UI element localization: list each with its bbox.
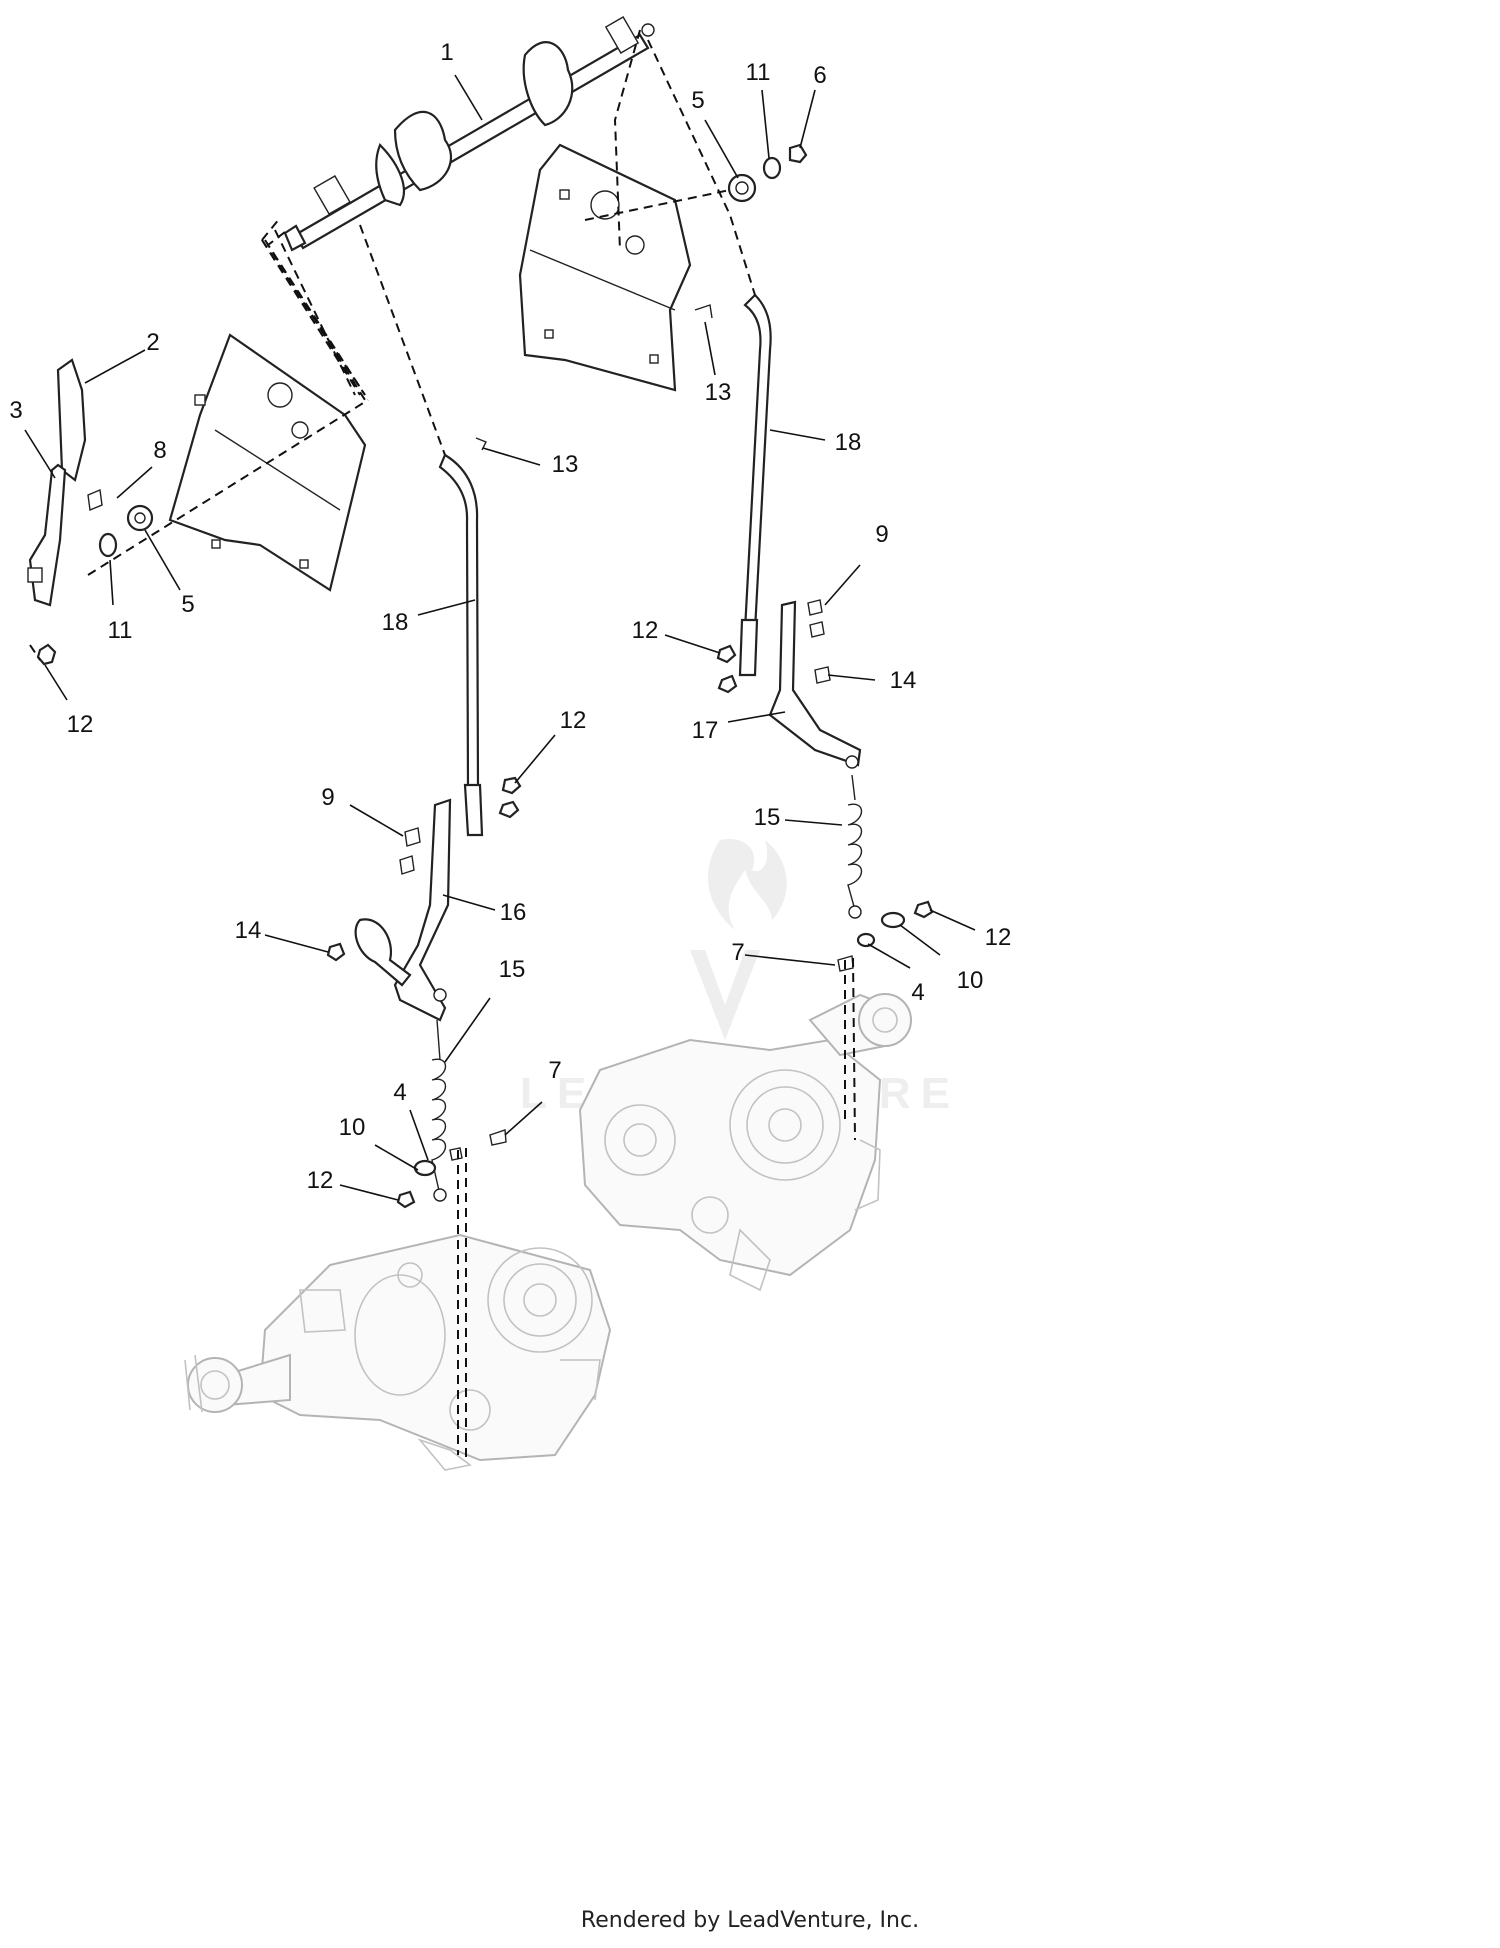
leader-lines (24, 74, 976, 1201)
callout-label: 5 (691, 87, 704, 114)
callout-label: 15 (499, 956, 526, 983)
right-control-rod (738, 293, 772, 677)
assembly-lines (29, 29, 856, 1460)
callout-label: 18 (835, 429, 862, 456)
callout-label: 8 (153, 437, 166, 464)
callout-label: 12 (985, 924, 1012, 951)
callout-label: 12 (632, 617, 659, 644)
callout-label: 6 (813, 62, 826, 89)
callout-label: 11 (746, 59, 771, 86)
callout-label: 18 (382, 609, 409, 636)
callout-label: 2 (146, 329, 159, 356)
callout-label: 9 (875, 521, 888, 548)
callout-label: 17 (692, 717, 719, 744)
shaft-assembly (283, 16, 655, 252)
callout-label: 15 (754, 804, 781, 831)
callout-label: 13 (552, 451, 579, 478)
callout-label: 11 (108, 617, 133, 644)
render-credit: Rendered by LeadVenture, Inc. (580, 1908, 920, 1933)
callout-label: 4 (393, 1079, 406, 1106)
callout-label: 10 (957, 967, 984, 994)
left-bracket-spring (354, 798, 452, 1202)
callout-label: 12 (67, 711, 94, 738)
right-top-hardware (694, 143, 808, 319)
left-control-rod (438, 437, 487, 837)
callout-label: 4 (911, 979, 924, 1006)
callout-label: 10 (339, 1114, 366, 1141)
callout-label: 1 (440, 39, 453, 66)
callout-label: 3 (9, 397, 22, 424)
left-handle-assembly (27, 358, 154, 666)
right-mounting-plate (518, 143, 692, 392)
callout-label: 5 (181, 591, 194, 618)
callout-label: 13 (705, 379, 732, 406)
callout-label: 12 (560, 707, 587, 734)
callout-label: 14 (235, 917, 262, 944)
left-transaxle (184, 1233, 612, 1471)
callout-label: 12 (307, 1167, 334, 1194)
callout-label: 14 (890, 667, 917, 694)
small-hardware (326, 599, 934, 1209)
callout-label: 16 (500, 899, 527, 926)
right-transaxle (578, 993, 912, 1292)
callout-label: 9 (321, 784, 334, 811)
callout-labels: 1 2 3 8 5 11 12 5 11 6 13 18 13 18 12 9 … (9, 39, 1011, 1194)
callout-label: 7 (548, 1057, 561, 1084)
right-bracket-spring (768, 600, 863, 919)
callout-label: 7 (731, 939, 744, 966)
